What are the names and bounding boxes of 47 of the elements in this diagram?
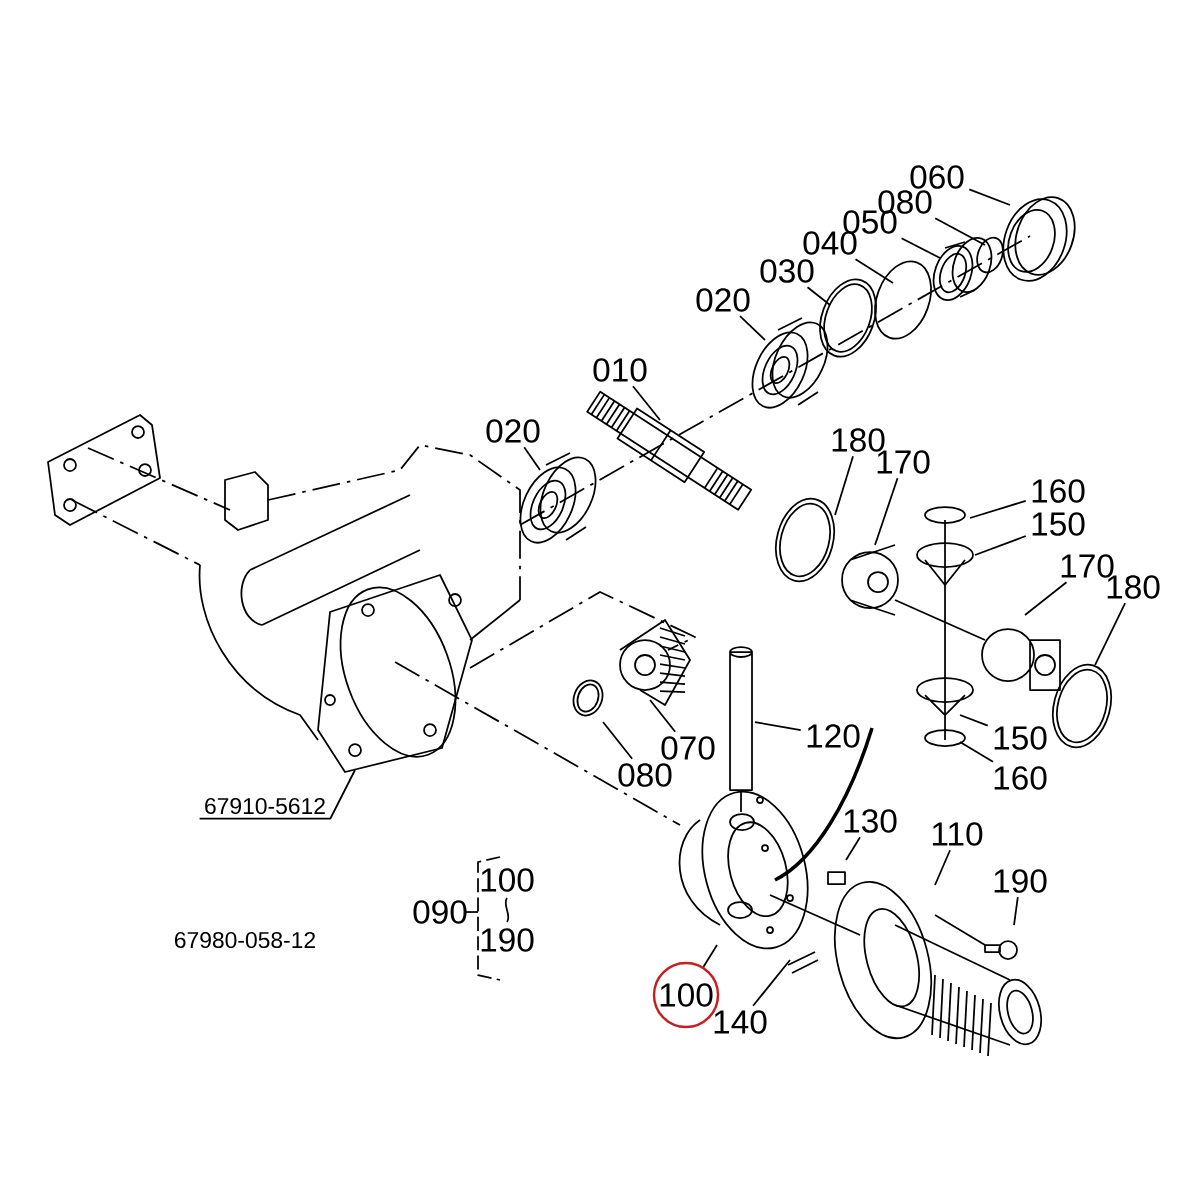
callout-number: 150 [994, 726, 1047, 750]
leader-line [632, 385, 661, 421]
callout-number: 090 [413, 900, 467, 924]
callout-number: 150 [1032, 512, 1085, 536]
leader-line [198, 769, 356, 820]
callout-number: 060 [910, 165, 964, 189]
leader-line [602, 721, 634, 760]
callout-number: 010 [593, 358, 647, 382]
callout-number: 160 [1032, 479, 1085, 503]
leader-line [754, 721, 802, 732]
callout-number: 020 [486, 419, 540, 443]
leader-line [959, 714, 989, 727]
callout-number: 170 [877, 450, 930, 474]
leader-line [806, 286, 831, 306]
callout-number: 070 [661, 736, 715, 760]
callout-number: 160 [994, 766, 1047, 790]
leader-line [968, 188, 1011, 206]
leader-line [1024, 581, 1068, 616]
callout-number: 130 [844, 809, 897, 833]
callout-number: 080 [618, 763, 672, 787]
leader-line [739, 315, 766, 341]
leader-line [845, 836, 861, 861]
leader-line [834, 455, 854, 516]
callout-number: 190 [481, 928, 534, 952]
leader-line [1094, 602, 1126, 666]
part-number: 67980-058-12 [175, 931, 315, 949]
leader-line [934, 217, 986, 246]
leader-line [854, 258, 894, 284]
leader-line [934, 849, 951, 886]
callout-number: 100 [481, 868, 534, 892]
leader-line [523, 446, 541, 471]
leader-line [649, 699, 677, 733]
callout-number: 180 [832, 428, 885, 452]
callout-number: 190 [994, 869, 1047, 893]
callout-number: 020 [696, 288, 750, 312]
leader-line [752, 959, 791, 1007]
leader-line [702, 944, 718, 968]
part-number: 67910-5612 [205, 797, 325, 815]
callout-number: 030 [760, 259, 814, 283]
leader-line [974, 535, 1027, 556]
leader-line [1013, 896, 1019, 926]
callout-number: 110 [932, 822, 983, 846]
leader-line [900, 237, 941, 259]
callout-number: 120 [807, 724, 860, 748]
leader-line [874, 477, 899, 546]
leader-line [959, 741, 994, 763]
leader-line [969, 500, 1027, 519]
